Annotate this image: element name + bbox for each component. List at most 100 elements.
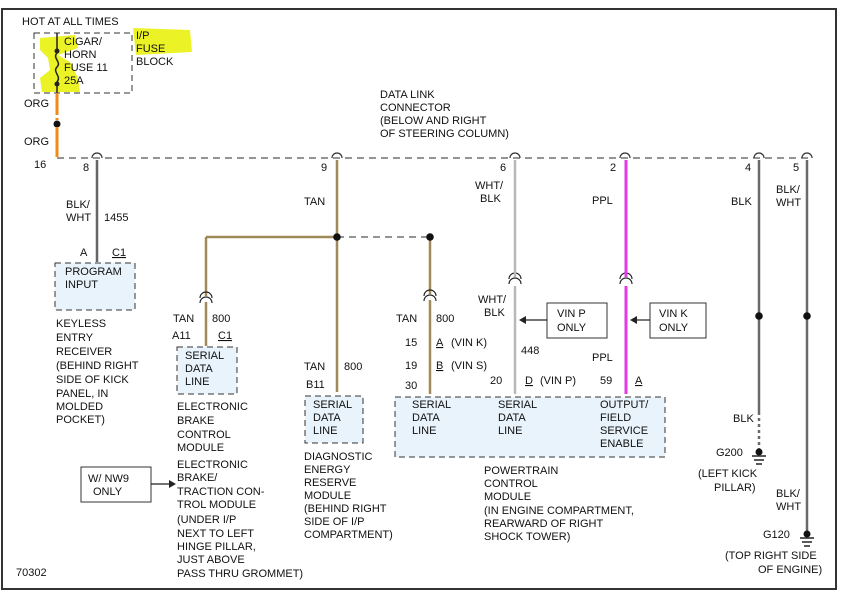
option-2: ONLY <box>93 486 123 498</box>
pcm-box3-3: SERVICE <box>600 425 648 437</box>
g200-desc-1: (LEFT KICK <box>698 468 758 480</box>
ebcm-pin: A11 <box>172 330 191 342</box>
pcm-wht-2: BLK <box>484 307 505 319</box>
pcm-box2-1: SERIAL <box>498 399 537 411</box>
keyless-wire-2: WHT <box>66 212 91 224</box>
ppl-label-2: PPL <box>592 352 613 364</box>
pcm-box2-3: LINE <box>498 425 522 437</box>
derm-pin: B11 <box>306 379 325 391</box>
pcm-pin-30: 30 <box>405 380 417 392</box>
tan-splice-1 <box>333 233 341 241</box>
pcm-letter-b: B <box>436 360 443 372</box>
keyless-desc-4: (BEHIND RIGHT <box>56 360 139 372</box>
ebcm-desc2-9: PASS THRU GROMMET) <box>177 568 303 580</box>
ebcm-desc2-6: NEXT TO LEFT <box>177 528 254 540</box>
g200-wire: BLK <box>733 413 754 425</box>
hot-label: HOT AT ALL TIMES <box>22 16 119 28</box>
derm-desc-2: ENERGY <box>304 464 351 476</box>
dlc-pin-2: 2 <box>610 162 616 174</box>
pcm-desc-6: SHOCK TOWER) <box>484 531 570 543</box>
vin-k-box <box>649 302 707 339</box>
ebcm-box <box>176 346 238 395</box>
ebcm-wire: TAN <box>173 313 194 325</box>
keyless-desc-7: MOLDED <box>56 401 103 413</box>
pcm-letter-a2: A <box>635 375 643 387</box>
org-label-1: ORG <box>24 98 49 110</box>
pcm-wht-1: WHT/ <box>478 294 507 306</box>
keyless-desc-3: RECEIVER <box>56 346 112 358</box>
ebcm-desc2-8: JUST ABOVE <box>177 554 245 566</box>
vin-p-arrow-icon <box>519 316 526 324</box>
keyless-desc-6: PANEL, IN <box>56 388 108 400</box>
fuse-symbol <box>54 33 60 93</box>
pcm-desc-1: POWERTRAIN <box>484 465 558 477</box>
pcm-pin-19: 19 <box>405 360 417 372</box>
dlc-pin-16: 16 <box>34 159 46 171</box>
vin-k-box-1: VIN K <box>659 308 688 320</box>
ebcm-desc1-4: MODULE <box>177 442 224 454</box>
pcm-box1-3: LINE <box>412 425 436 437</box>
dlc-terminals <box>91 152 813 159</box>
ebcm-box-3: LINE <box>185 376 209 388</box>
dlc-label-3: (BELOW AND RIGHT <box>380 115 487 127</box>
pcm-desc-2: CONTROL <box>484 478 538 490</box>
fuse-label-3: FUSE 11 <box>64 62 108 74</box>
fuse-label-4: 25A <box>64 75 84 87</box>
highlight-marks <box>40 28 192 92</box>
derm-desc-1: DIAGNOSTIC <box>304 451 373 463</box>
pcm-letter-d: D <box>525 375 533 387</box>
wht-blk-top-2: BLK <box>480 193 501 205</box>
pcm-circuit-448: 448 <box>521 345 539 357</box>
fuse-block-box <box>33 32 133 94</box>
blk-wht-top-1: BLK/ <box>776 184 801 196</box>
pcm-vin-s: (VIN S) <box>451 360 487 372</box>
g120-wire-2: WHT <box>776 501 801 513</box>
blk-wht-top-2: WHT <box>776 197 801 209</box>
pcm-desc-3: MODULE <box>484 491 531 503</box>
derm-desc-6: SIDE OF I/P <box>304 516 365 528</box>
derm-box-1: SERIAL <box>313 399 352 411</box>
g120-name: G120 <box>763 529 790 541</box>
vin-p-box <box>546 302 608 339</box>
ebcm-desc2-4: TROL MODULE <box>177 499 256 511</box>
keyless-desc-1: KEYLESS <box>56 318 106 330</box>
pcm-tan-wire: TAN <box>396 313 417 325</box>
derm-box-3: LINE <box>313 425 337 437</box>
g200-ground-icon <box>752 448 766 465</box>
pcm-tan-circuit: 800 <box>436 313 454 325</box>
ebcm-circuit: 800 <box>212 313 230 325</box>
ebcm-box-2: DATA <box>185 363 213 375</box>
g120-wire-1: BLK/ <box>776 488 801 500</box>
pcm-pin-20: 20 <box>490 375 502 387</box>
g120-ground-icon <box>800 530 814 547</box>
pcm-vin-k: (VIN K) <box>451 337 487 349</box>
option-1: W/ NW9 <box>88 473 129 485</box>
vin-k-arrow-icon <box>630 316 637 324</box>
pcm-box1-2: DATA <box>412 412 440 424</box>
diagram-id: 70302 <box>16 567 47 579</box>
ebcm-conn: C1 <box>218 330 232 342</box>
fuse-block-label-1: I/P <box>136 30 149 42</box>
keyless-conn: C1 <box>112 247 126 259</box>
pcm-box <box>394 396 666 458</box>
ebcm-desc2-1: ELECTRONIC <box>177 459 248 471</box>
derm-desc-5: (BEHIND RIGHT <box>304 503 387 515</box>
derm-wire: TAN <box>304 361 325 373</box>
pcm-box3-2: FIELD <box>600 412 631 424</box>
pcm-letter-a: A <box>436 337 444 349</box>
pcm-pin-59: 59 <box>600 375 612 387</box>
dlc-label-1: DATA LINK <box>380 89 435 101</box>
fuse-block-label-2: FUSE <box>136 43 165 55</box>
derm-desc-3: RESERVE <box>304 477 356 489</box>
pcm-box3-1: OUTPUT/ <box>600 399 649 411</box>
org-wire <box>53 93 61 157</box>
tan-wires <box>204 160 432 394</box>
g200-name: G200 <box>716 447 743 459</box>
pcm-box3-4: ENABLE <box>600 438 643 450</box>
ppl-label-top: PPL <box>592 195 613 207</box>
blk-top-label: BLK <box>731 196 752 208</box>
keyless-box-1: PROGRAM <box>65 266 122 278</box>
dlc-pin-5: 5 <box>793 162 799 174</box>
keyless-desc-2: ENTRY <box>56 332 94 344</box>
pcm-box1-1: SERIAL <box>412 399 451 411</box>
